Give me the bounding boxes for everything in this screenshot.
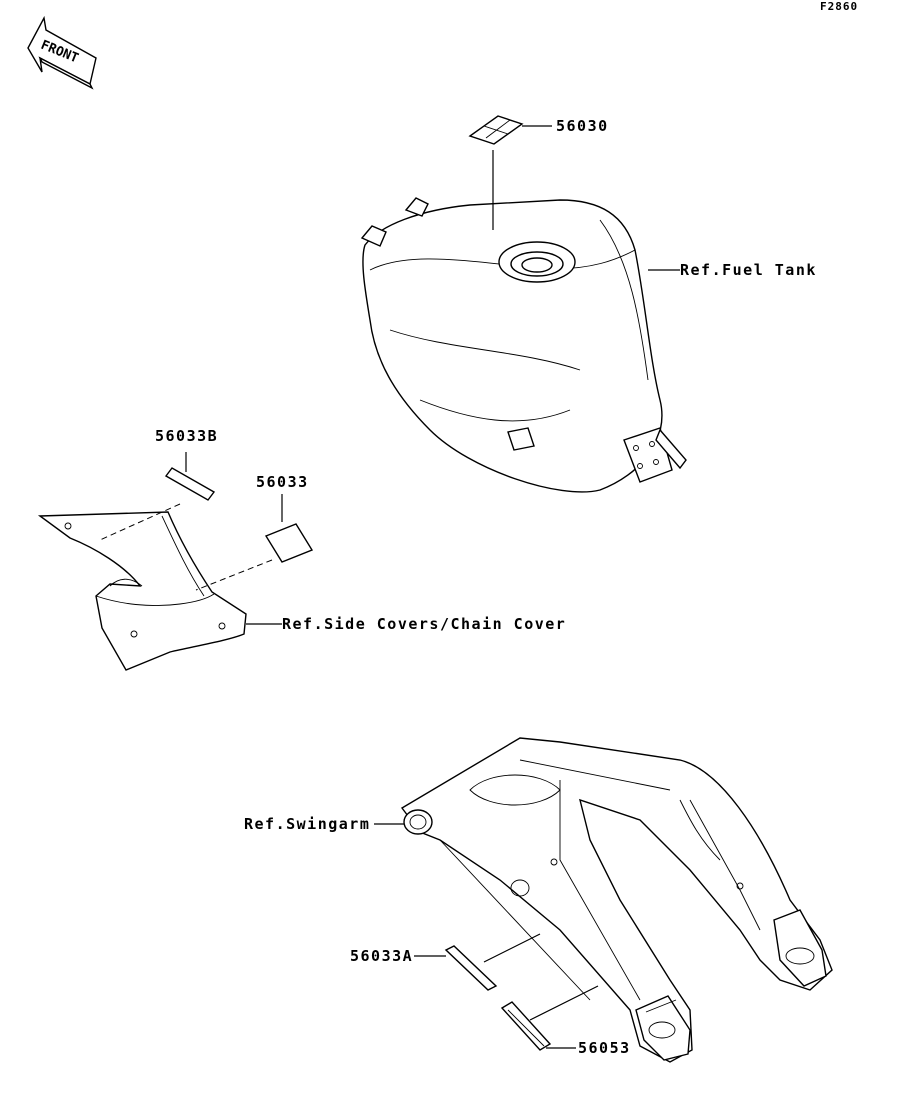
decal-56033 (264, 523, 314, 563)
decal-56033b (164, 467, 216, 501)
part-56053-label: 56053 (578, 1039, 631, 1057)
side-cover-drawing (37, 511, 247, 671)
leader-56033a-arm (483, 933, 541, 963)
ref-side-covers-label[interactable]: Ref.Side Covers/Chain Cover (282, 615, 567, 633)
decal-56030 (468, 115, 524, 145)
front-arrow-icon: FRONT (27, 15, 97, 90)
ref-swingarm-label[interactable]: Ref.Swingarm (244, 815, 371, 833)
leader-56033b-cover (99, 503, 181, 541)
diagram-code: F2860 (820, 0, 859, 13)
decal-56033a (444, 945, 498, 991)
decal-56053 (500, 1001, 552, 1051)
leader-56033-cover (195, 559, 273, 591)
leader-56053-arm (529, 985, 599, 1021)
part-56033-label: 56033 (256, 473, 309, 491)
swingarm-drawing (400, 737, 833, 1063)
part-56033b-label: 56033B (155, 427, 219, 445)
ref-fuel-tank-label[interactable]: Ref.Fuel Tank (680, 261, 817, 279)
part-56030-label: 56030 (556, 117, 609, 135)
fuel-tank-drawing (360, 197, 687, 493)
part-56033a-label: 56033A (350, 947, 414, 965)
